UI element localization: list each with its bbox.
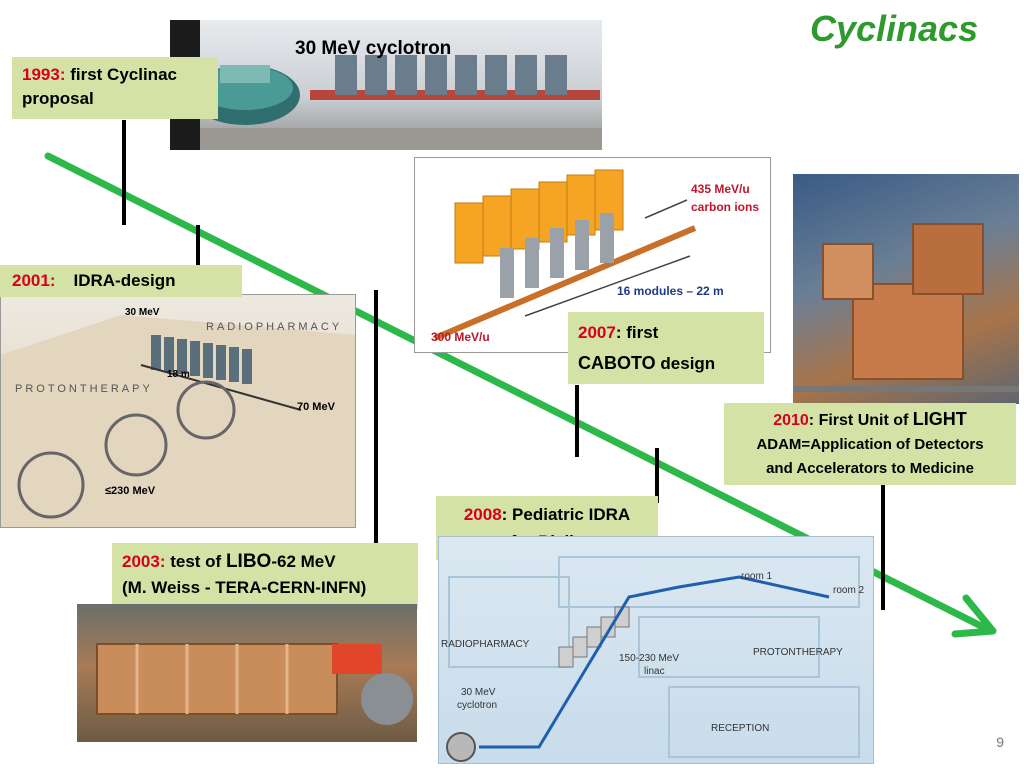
caboto-modules: 16 modules – 22 m	[617, 284, 724, 298]
milestone-2010-year: 2010	[773, 412, 809, 429]
biella-layout-diagram: RADIOPHARMACY 30 MeV cyclotron 150-230 M…	[438, 536, 874, 764]
milestone-1993-year: 1993:	[22, 65, 66, 84]
caboto-energy-out: 435 MeV/u	[691, 182, 750, 196]
idra-illustration	[1, 315, 355, 527]
milestone-2001-box: 2001: IDRA-design	[0, 265, 242, 297]
libo-illustration	[96, 643, 413, 725]
milestone-1993-text2: proposal	[22, 89, 94, 108]
biella-cyclotron-label-1: 30 MeV	[461, 687, 496, 698]
connector-2001	[196, 225, 200, 267]
idra-protontherapy-label: PROTONTHERAPY	[15, 383, 153, 395]
milestone-1993-text: first Cyclinac	[65, 65, 177, 84]
caboto-energy-in: 300 MeV/u	[431, 330, 490, 344]
milestone-2010-text-b: LIGHT	[912, 409, 967, 429]
idra-energy-max-label: ≤230 MeV	[105, 485, 156, 497]
caboto-ions: carbon ions	[691, 200, 760, 214]
connector-2008	[655, 448, 659, 503]
light-unit-photo	[793, 174, 1019, 404]
biella-radiopharmacy-label: RADIOPHARMACY	[441, 639, 530, 650]
biella-linac-label-2: linac	[644, 666, 665, 677]
milestone-2001-year: 2001:	[12, 271, 56, 290]
idra-design-diagram: 30 MeV RADIOPHARMACY 18 m PROTONTHERAPY …	[0, 294, 356, 528]
milestone-2010-text3: and Accelerators to Medicine	[766, 460, 974, 477]
biella-room2-label: room 2	[833, 585, 865, 596]
milestone-2007-text: : first	[615, 323, 659, 342]
cyclotron-photo: 30 MeV cyclotron	[170, 20, 602, 150]
milestone-2003-text-a: test of	[165, 552, 226, 571]
cyclotron-caption: 30 MeV cyclotron	[295, 38, 452, 59]
idra-energy-mid-label: 70 MeV	[297, 401, 335, 413]
milestone-2008-year: 2008	[463, 505, 502, 524]
milestone-2003-box: 2003: test of LIBO-62 MeV (M. Weiss - TE…	[112, 543, 418, 609]
cyclotron-illustration	[170, 20, 602, 150]
connector-2007	[575, 385, 579, 457]
milestone-2003-text2: (M. Weiss - TERA-CERN-INFN)	[122, 578, 367, 597]
connector-2003	[374, 290, 378, 545]
timeline-arrow-head	[951, 594, 997, 638]
milestone-2008-text: : Pediatric IDRA	[501, 505, 631, 524]
caboto-illustration	[433, 169, 697, 341]
light-unit-illustration	[793, 223, 1019, 392]
milestone-2007-text2b: design	[655, 354, 716, 373]
milestone-2007-year: 2007	[578, 323, 616, 342]
milestone-2010-text2: ADAM=Application of Detectors	[756, 436, 984, 453]
biella-room1-label: room 1	[741, 571, 773, 582]
idra-cyclotron-label: 30 MeV	[125, 307, 160, 318]
connector-2010	[881, 485, 885, 610]
milestone-2007-box: 2007: first CABOTO design	[568, 312, 764, 384]
connector-1993	[122, 120, 126, 225]
milestone-2001-text: IDRA-design	[73, 271, 176, 290]
idra-length-label: 18 m	[167, 369, 190, 380]
biella-illustration	[446, 556, 860, 762]
milestone-2010-box: 2010: First Unit of LIGHT ADAM=Applicati…	[724, 403, 1016, 485]
milestone-2010-text: : First Unit of	[808, 412, 913, 429]
biella-reception-label: RECEPTION	[711, 723, 770, 734]
milestone-2003-year: 2003:	[122, 552, 166, 571]
libo-photo	[77, 604, 417, 742]
page-number: 9	[996, 734, 1004, 750]
idra-radiopharmacy-label: RADIOPHARMACY	[206, 321, 343, 333]
milestone-2003-text-c: -62 MeV	[271, 552, 336, 571]
milestone-2003-text-b: LIBO	[225, 551, 272, 572]
milestone-1993-box: 1993: first Cyclinac proposal	[12, 57, 218, 119]
biella-cyclotron-label-2: cyclotron	[457, 700, 498, 711]
slide-title: Cyclinacs	[810, 8, 979, 49]
biella-linac-label-1: 150-230 MeV	[619, 653, 680, 664]
biella-protontherapy-label: PROTONTHERAPY	[753, 647, 843, 658]
milestone-2007-text2a: CABOTO	[578, 353, 656, 373]
